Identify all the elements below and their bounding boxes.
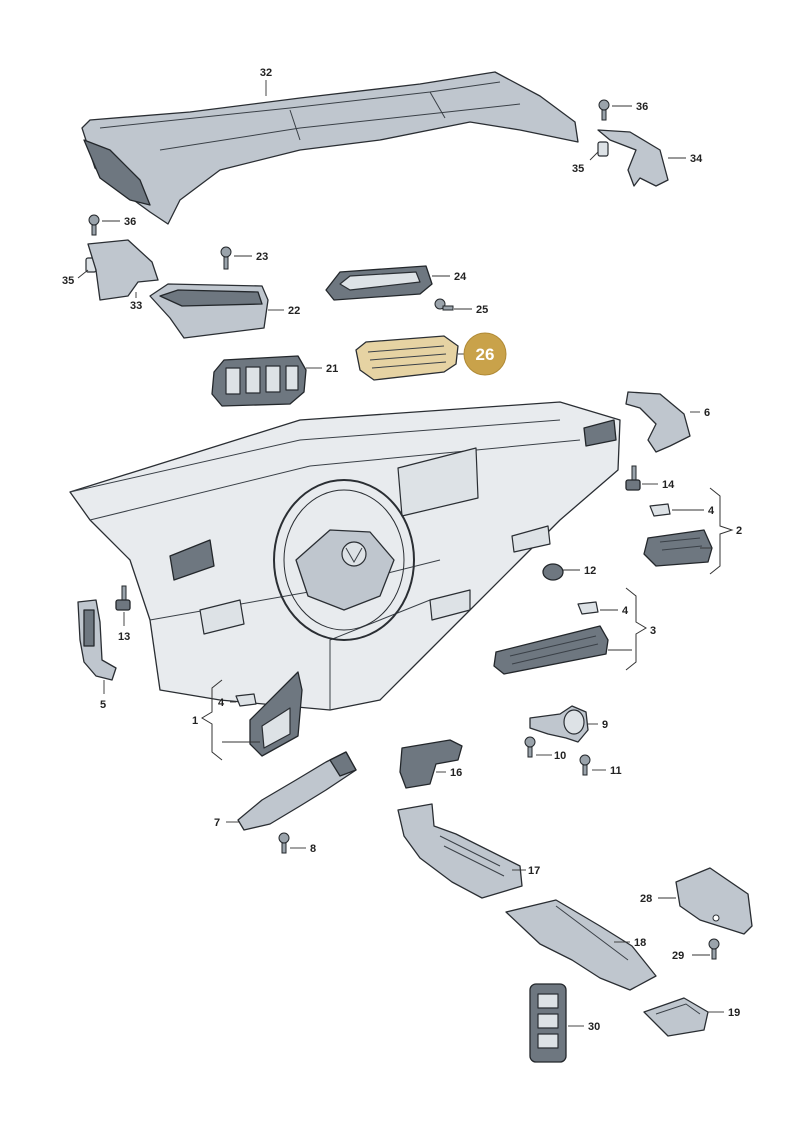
callout-5: 5 (100, 699, 106, 711)
part-1-left-vent[interactable] (249, 671, 303, 757)
part-10-screw[interactable] (524, 736, 536, 758)
callout-11: 11 (610, 765, 622, 777)
callout-21: 21 (326, 363, 338, 375)
callout-12: 12 (584, 565, 596, 577)
callout-30: 30 (588, 1021, 600, 1033)
callout-1: 1 (192, 715, 198, 727)
part-18-floor-duct[interactable] (505, 899, 657, 991)
part-9-vent-nozzle[interactable] (529, 705, 589, 743)
part-5-side-vent[interactable] (77, 599, 117, 681)
callout-25: 25 (476, 304, 488, 316)
callout-7: 7 (214, 817, 220, 829)
callout-18: 18 (634, 937, 646, 949)
dashboard-right-vent (583, 419, 617, 447)
callout-34: 34 (690, 153, 703, 165)
callout-36b: 36 (124, 216, 136, 228)
callout-22: 22 (288, 305, 300, 317)
callout-4a: 4 (708, 505, 715, 517)
callout-26-badge[interactable]: 26 (463, 332, 507, 376)
part-21-vent-frame[interactable] (211, 355, 307, 407)
callout-33: 33 (130, 300, 142, 312)
callout-28: 28 (640, 893, 652, 905)
part-12-knob[interactable] (542, 563, 564, 581)
part-32-cowl-panel[interactable] (81, 71, 579, 225)
callout-labels: 32 36 34 35 36 35 33 23 22 24 25 21 6 14… (62, 67, 742, 1033)
callout-24: 24 (454, 271, 467, 283)
dashboard-left-vent (169, 539, 215, 581)
steering-wheel (273, 479, 415, 641)
callout-6: 6 (704, 407, 710, 419)
part-29-screw[interactable] (708, 938, 720, 960)
part-4c-clip[interactable] (235, 693, 257, 707)
part-36b-screw[interactable] (88, 214, 100, 236)
part-33-bracket[interactable] (87, 239, 159, 301)
part-4a-clip[interactable] (649, 503, 671, 517)
part-23-screw[interactable] (220, 246, 232, 270)
callout-26-text: 26 (476, 345, 495, 364)
callout-32: 32 (260, 67, 272, 79)
callout-9: 9 (602, 719, 608, 731)
callout-17: 17 (528, 865, 540, 877)
callout-2: 2 (736, 525, 742, 537)
part-16-air-duct-connector[interactable] (399, 739, 463, 789)
part-25-screw[interactable] (434, 298, 454, 311)
part-4b-clip[interactable] (577, 601, 599, 615)
callout-13: 13 (118, 631, 130, 643)
part-6-vent-duct[interactable] (625, 391, 691, 453)
part-17-floor-duct[interactable] (397, 803, 523, 899)
callout-4b: 4 (622, 605, 629, 617)
callout-10: 10 (554, 750, 566, 762)
callout-23: 23 (256, 251, 268, 263)
part-13-bolt[interactable] (115, 585, 131, 611)
callout-35a: 35 (572, 163, 584, 175)
part-3-center-vent[interactable] (493, 625, 609, 675)
callout-8: 8 (310, 843, 316, 855)
part-19-cover-plate[interactable] (643, 997, 709, 1037)
part-8-screw[interactable] (278, 832, 290, 854)
part-26-highlighted[interactable] (355, 335, 459, 381)
part-28-cover[interactable] (675, 867, 753, 935)
part-24-trim-frame[interactable] (325, 265, 433, 301)
callout-14: 14 (662, 479, 675, 491)
part-2-vent-assembly[interactable] (643, 529, 713, 567)
part-22-storage-compartment[interactable] (149, 283, 269, 339)
callout-4c: 4 (218, 697, 225, 709)
callout-16: 16 (450, 767, 462, 779)
part-26-shape (355, 335, 459, 381)
part-11-screw[interactable] (579, 754, 591, 776)
callout-36a: 36 (636, 101, 648, 113)
part-35a-clip[interactable] (597, 141, 609, 157)
callout-35b: 35 (62, 275, 74, 287)
part-34-bracket[interactable] (597, 129, 669, 187)
callout-29: 29 (672, 950, 684, 962)
part-30-rear-vent[interactable] (529, 983, 567, 1063)
dashboard-assembly (69, 401, 621, 711)
callout-19: 19 (728, 1007, 740, 1019)
part-7-air-duct[interactable] (237, 751, 357, 831)
callout-3: 3 (650, 625, 656, 637)
part-14-bolt[interactable] (625, 465, 641, 491)
part-36a-screw[interactable] (598, 99, 610, 121)
